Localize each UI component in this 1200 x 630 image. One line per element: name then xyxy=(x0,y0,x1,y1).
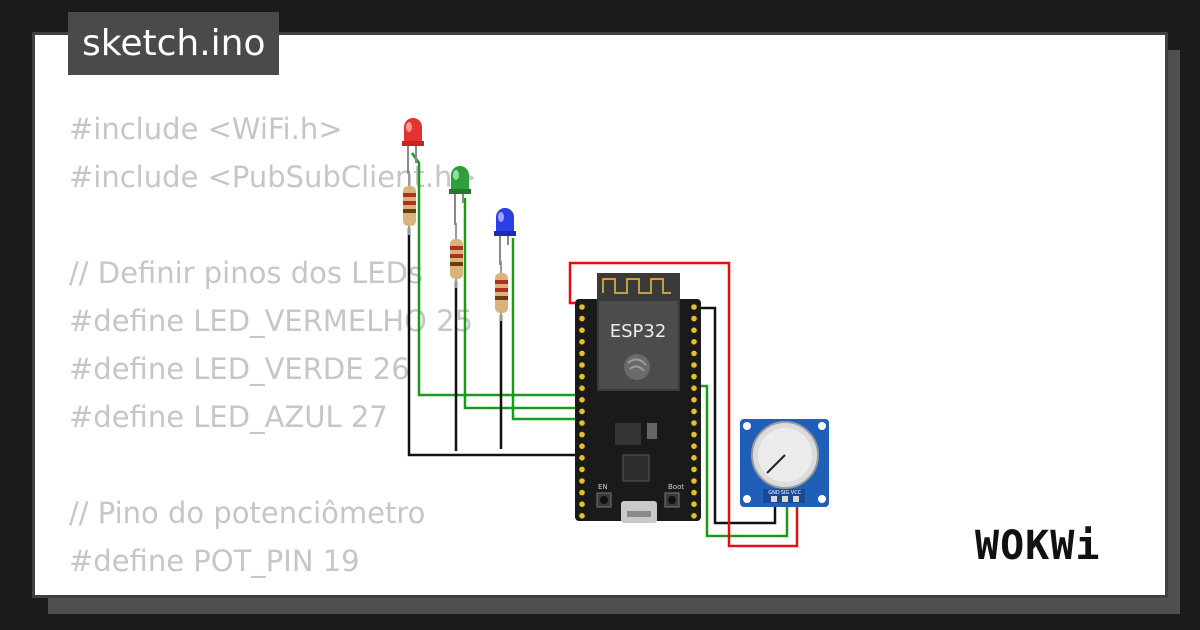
pin[interactable] xyxy=(579,339,585,345)
pin[interactable] xyxy=(691,385,697,392)
pin[interactable] xyxy=(691,420,697,426)
code-line: #define LED_AZUL 27 xyxy=(69,400,388,434)
pin[interactable] xyxy=(579,478,585,484)
pin[interactable] xyxy=(579,489,585,496)
pin[interactable] xyxy=(691,455,697,461)
circuit-diagram: ESP32 Boot EN xyxy=(402,118,829,548)
pin[interactable] xyxy=(579,420,585,426)
pin[interactable] xyxy=(691,443,697,450)
potentiometer[interactable]: GND SIG VCC xyxy=(740,419,829,507)
code-line: #define LED_VERDE 26 xyxy=(69,352,410,386)
wire-green-led-signal xyxy=(463,198,581,410)
pin[interactable] xyxy=(691,327,697,334)
en-label: EN xyxy=(598,483,608,491)
esp32-board[interactable]: ESP32 Boot EN xyxy=(575,273,701,523)
pin[interactable] xyxy=(691,315,697,322)
pin[interactable] xyxy=(691,478,697,484)
code-line: #define LED_VERMELHO 25 xyxy=(69,304,474,338)
pin[interactable] xyxy=(579,327,585,334)
wire-pot-signal xyxy=(693,384,789,538)
code-card: #include <WiFi.h> #include <PubSubClient… xyxy=(32,32,1168,598)
pin[interactable] xyxy=(691,397,697,403)
wokwi-logo: WOKWi xyxy=(973,521,1145,573)
pin[interactable] xyxy=(579,315,585,322)
wire-blue-led-signal xyxy=(511,238,581,421)
pin[interactable] xyxy=(579,501,585,508)
wire-pot-vcc xyxy=(568,261,799,548)
pin[interactable] xyxy=(691,350,697,357)
pot-knob-indicator xyxy=(766,454,786,474)
pin[interactable] xyxy=(579,408,585,415)
code-line: #include <WiFi.h> xyxy=(69,112,343,146)
resistor xyxy=(450,223,463,288)
pin[interactable] xyxy=(691,431,697,438)
code-block: #include <WiFi.h> #include <PubSubClient… xyxy=(69,105,477,585)
led-blue[interactable] xyxy=(494,208,516,265)
pin[interactable] xyxy=(691,466,697,473)
pin[interactable] xyxy=(579,385,585,392)
pin[interactable] xyxy=(691,373,697,380)
pin[interactable] xyxy=(579,304,585,310)
pin[interactable] xyxy=(691,408,697,415)
file-tab[interactable]: sketch.ino xyxy=(68,12,280,75)
code-line: // Pino do potenciômetro xyxy=(69,496,426,530)
pin-header-right xyxy=(691,304,697,519)
wires xyxy=(407,152,799,548)
esp32-label: ESP32 xyxy=(610,321,667,342)
pin[interactable] xyxy=(579,350,585,357)
pin[interactable] xyxy=(579,455,585,461)
pin[interactable] xyxy=(579,443,585,450)
pin-header-left xyxy=(579,304,585,519)
led-green[interactable] xyxy=(449,166,471,225)
led-red[interactable] xyxy=(402,118,424,173)
pin[interactable] xyxy=(579,466,585,473)
wire-red-led-gnd xyxy=(407,228,581,457)
wire-pot-gnd xyxy=(691,306,777,525)
boot-label: Boot xyxy=(668,483,684,491)
pin[interactable] xyxy=(691,304,697,310)
pin[interactable] xyxy=(691,362,697,368)
pin[interactable] xyxy=(691,339,697,345)
pot-pin-label: GND xyxy=(768,490,780,496)
pot-pin-label: SIG xyxy=(781,490,790,496)
pin[interactable] xyxy=(691,513,697,519)
resistor xyxy=(495,261,508,321)
espressif-logo-icon xyxy=(624,354,650,380)
pin[interactable] xyxy=(691,501,697,508)
pin[interactable] xyxy=(579,513,585,519)
pin[interactable] xyxy=(579,397,585,403)
code-line: // Definir pinos dos LEDs xyxy=(69,256,424,290)
pin[interactable] xyxy=(579,362,585,368)
logo-text: WOKWi xyxy=(975,523,1100,569)
pin[interactable] xyxy=(579,431,585,438)
code-line: #define POT_PIN 19 xyxy=(69,544,360,578)
wire-red-led-signal xyxy=(410,152,581,397)
pin[interactable] xyxy=(579,373,585,380)
pin[interactable] xyxy=(691,489,697,496)
code-line: #include <PubSubClient.h> xyxy=(69,160,477,194)
resistor xyxy=(403,171,416,235)
pot-pin-label: VCC xyxy=(791,490,802,496)
